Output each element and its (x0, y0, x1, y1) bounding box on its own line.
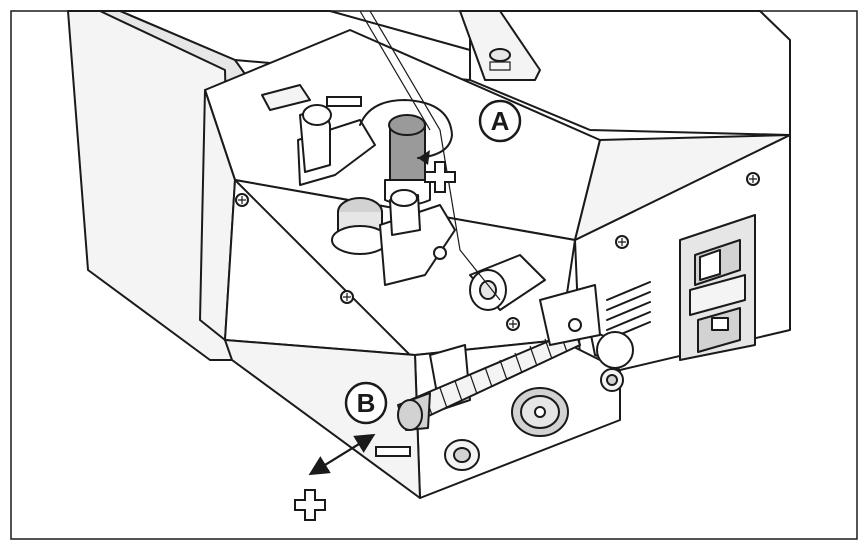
callout-b-label: B (357, 388, 376, 418)
figure-frame (10, 10, 858, 540)
control-socket-hole (606, 374, 618, 386)
welding-wire-2 (359, 10, 431, 131)
screw-icon (235, 193, 249, 207)
upper-roll-arm-knob (302, 104, 332, 126)
compartment-crease (234, 179, 416, 361)
rear-bracket (459, 10, 541, 81)
minus-symbol-a: − (0, 0, 362, 107)
adjuster-b-plate (539, 284, 601, 346)
screw-icon (746, 172, 760, 186)
screw-icon (615, 235, 629, 249)
fuse-holder (689, 274, 746, 316)
gas-socket-hole (453, 447, 471, 463)
adjust-arrow-b-reverse (311, 433, 376, 474)
pressure-arm-back (261, 84, 311, 111)
callout-b: B (344, 381, 388, 425)
power-panel-top (574, 134, 791, 241)
power-section (574, 134, 791, 371)
callout-a: A (478, 99, 522, 143)
minus-symbol-b: − (0, 0, 411, 457)
rotation-arrow-a-head (418, 150, 430, 165)
plus-symbol-a-text: + (0, 0, 1, 1)
minus-symbol-a-text: − (0, 0, 1, 1)
power-switch-rocker[interactable] (699, 249, 721, 281)
welding-wire (369, 10, 501, 301)
screw-icon (340, 290, 354, 304)
adjuster-b-pin (568, 318, 582, 332)
euro-connector-pin (534, 406, 546, 418)
rear-module (459, 10, 791, 136)
callout-a-label: A (491, 106, 510, 136)
adjuster-b (397, 284, 634, 431)
adjuster-b-knob[interactable] (596, 331, 634, 369)
screw-icon (506, 317, 520, 331)
plus-symbol-b: + (0, 0, 326, 521)
tension-knob-a-top[interactable] (388, 114, 426, 136)
lower-roll-pin (433, 246, 447, 260)
lower-left-face (224, 339, 421, 499)
rear-bracket-nut (489, 48, 511, 62)
rear-bracket-washer (489, 61, 511, 71)
plus-symbol-b-text: + (0, 0, 1, 1)
power-inlet-pin (711, 317, 729, 331)
lower-roll-arm-knob (390, 189, 418, 207)
minus-symbol-b-text: − (0, 0, 1, 1)
inlet-cone-mouth (397, 399, 423, 431)
wire-guide-roller-hole (479, 280, 497, 300)
plus-symbol-a: + (0, 0, 456, 193)
drive-mechanism (261, 10, 546, 311)
